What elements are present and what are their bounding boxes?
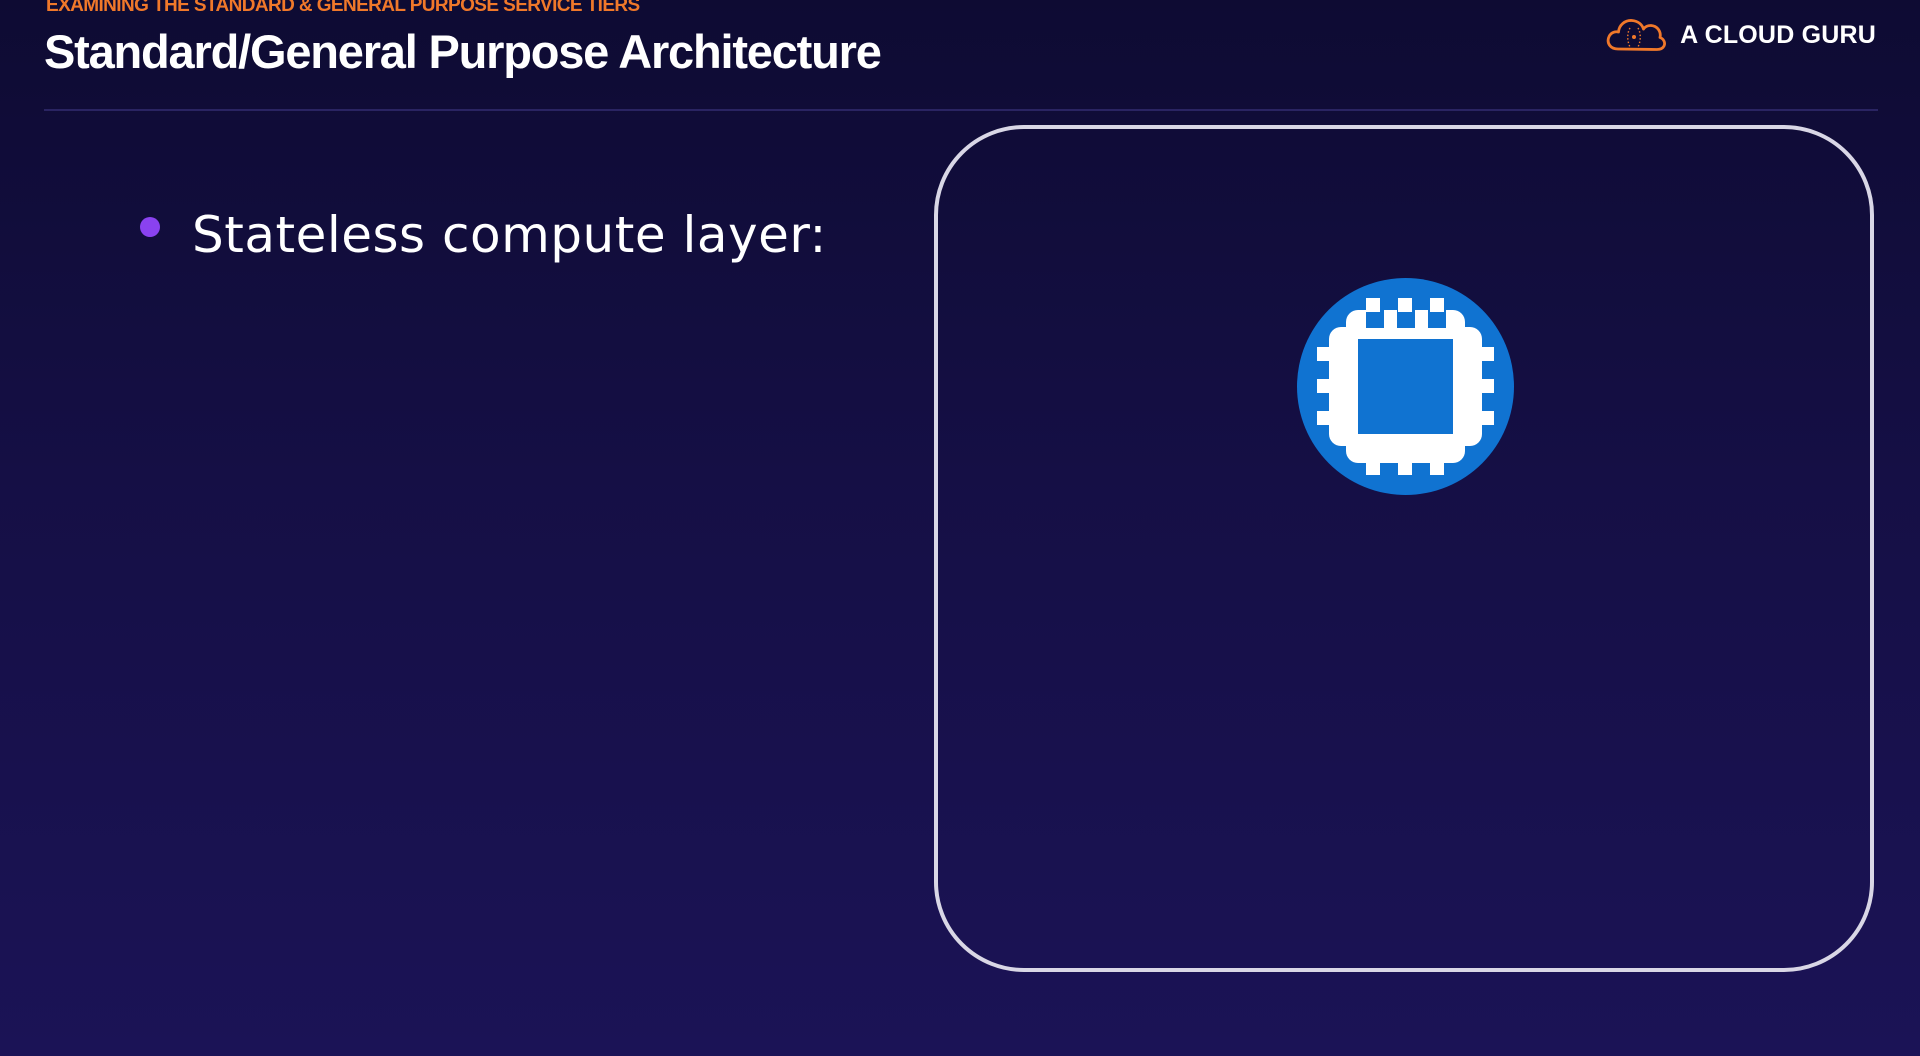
brand-logo: A CLOUD GURU: [1604, 14, 1876, 56]
diagram-frame: [934, 125, 1874, 972]
logo-text: A CLOUD GURU: [1680, 20, 1876, 49]
slide-kicker: EXAMINING THE STANDARD & GENERAL PURPOSE…: [46, 0, 640, 16]
cloud-icon: [1606, 19, 1667, 51]
bullet-dot: [140, 217, 160, 237]
slide-title: Standard/General Purpose Architecture: [44, 25, 882, 78]
cpu-chip-icon: [1297, 278, 1514, 495]
header-divider: [44, 109, 1878, 111]
bullet-item: Stateless compute layer:: [140, 206, 827, 264]
bullet-text: Stateless compute layer:: [192, 206, 827, 264]
